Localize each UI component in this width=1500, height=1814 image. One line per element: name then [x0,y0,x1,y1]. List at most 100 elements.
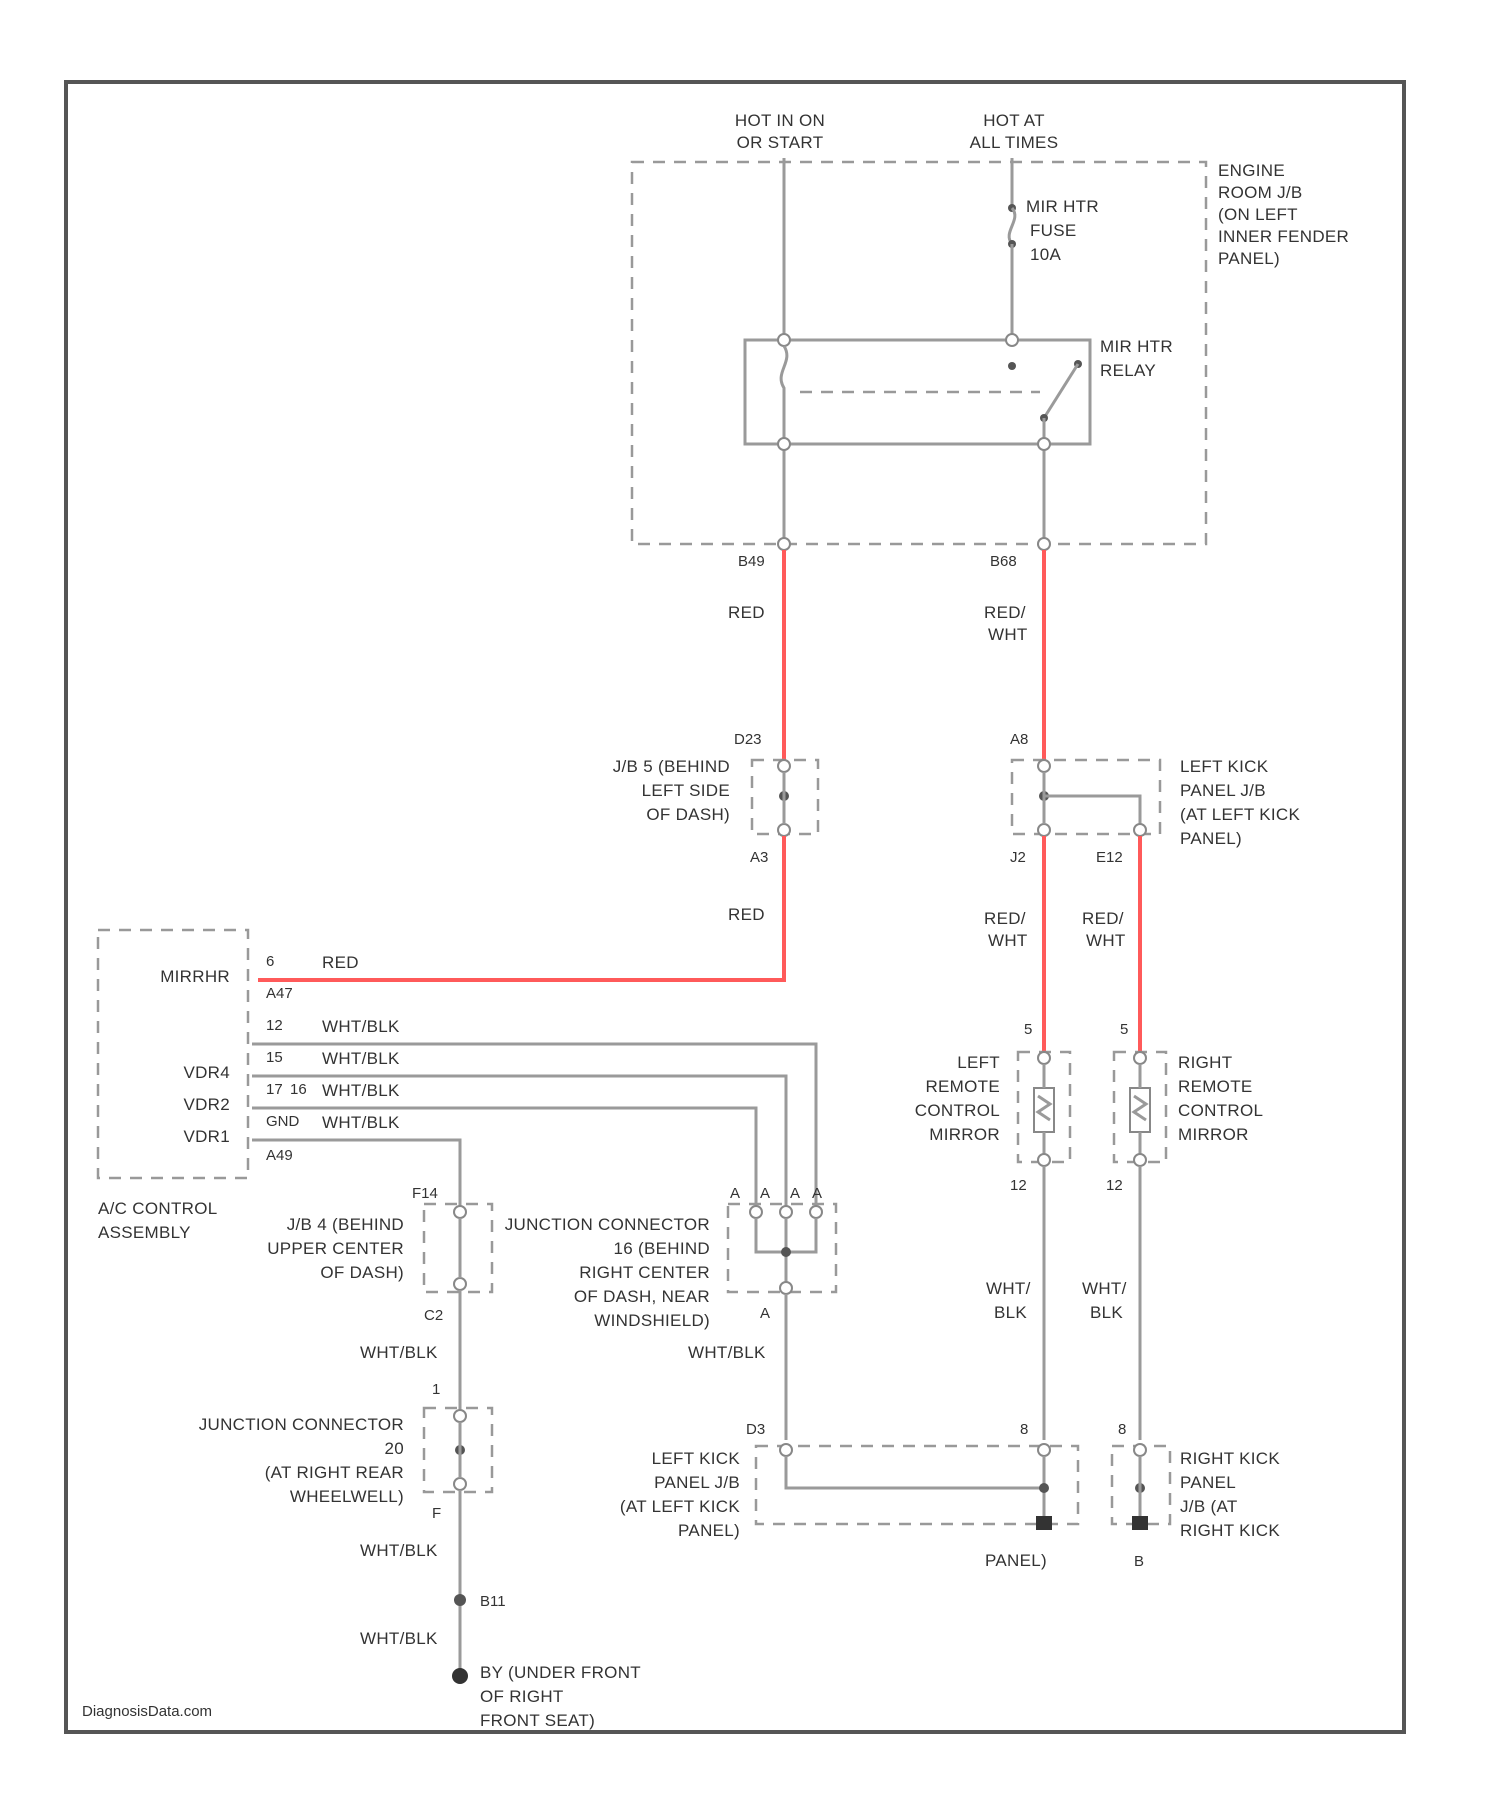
fuse-symbol [1008,204,1016,248]
wire-color-red-1: RED [728,603,765,622]
wire-color-redwht-3b: WHT [1086,931,1126,950]
pin-b49: B49 [738,553,765,570]
relay-label: MIR HTR RELAY [1100,337,1173,380]
power-source-all-times: HOT AT ALL TIMES [970,111,1059,152]
wire-color-whtblk-l-b: BLK [994,1303,1027,1322]
ac-label-line2: ASSEMBLY [98,1223,191,1242]
pin-jc-bot: A [760,1305,770,1322]
left-kick-jb-bottom-box [756,1446,1078,1524]
panel-bottom-label: PANEL) [985,1551,1047,1570]
ac-vdr4: VDR4 [183,1063,230,1082]
pin-rm-5: 5 [1120,1021,1128,1038]
wire-color-whtblk-5: WHT/BLK [360,1343,438,1362]
jb5-line1: J/B 5 (BEHIND [613,757,730,776]
ejb-line5: PANEL) [1218,249,1280,268]
lkjb-line2: PANEL J/B [1180,781,1266,800]
junction-connector-20-label: JUNCTION CONNECTOR 20 (AT RIGHT REAR WHE… [199,1415,404,1506]
wire-color-whtblk-l-a: WHT/ [986,1279,1031,1298]
left-kick-jb-bottom-label: LEFT KICK PANEL J/B (AT LEFT KICK PANEL) [620,1449,740,1540]
ground-point-icon [452,1668,468,1684]
wire-color-whtblk-4: WHT/BLK [322,1113,400,1132]
jc16-line1: JUNCTION CONNECTOR [505,1215,710,1234]
jc20-line4: WHEELWELL) [290,1487,404,1506]
lm-line3: CONTROL [915,1101,1000,1120]
lm-line4: MIRROR [929,1125,1000,1144]
pin-b68: B68 [990,553,1017,570]
relay-line2: RELAY [1100,361,1156,380]
pin-15: 15 [266,1049,283,1066]
wire-color-whtblk-7: WHT/BLK [360,1541,438,1560]
pin-jc20-f: F [432,1505,441,1522]
pin-16: 16 [290,1081,307,1098]
power-source-run-start: HOT IN ON OR START [735,111,825,152]
wire-color-whtblk-r-b: BLK [1090,1303,1123,1322]
lkjb-b-line1: LEFT KICK [652,1449,741,1468]
engine-room-jb-label: ENGINE ROOM J/B (ON LEFT INNER FENDER PA… [1218,161,1349,268]
pin-jc-a1: A [730,1185,740,1202]
pin-a47: A47 [266,985,293,1002]
wire-color-whtblk-6: WHT/BLK [688,1343,766,1362]
wire-color-red-2: RED [728,905,765,924]
hot-all-times-line1: HOT AT [983,111,1045,130]
jc16-line3: RIGHT CENTER [579,1263,710,1282]
ejb-line2: ROOM J/B [1218,183,1303,202]
rm-line4: MIRROR [1178,1125,1249,1144]
right-mirror-heater-icon [1130,1088,1150,1132]
pin-17: 17 [266,1081,283,1098]
ac-vdr2: VDR2 [183,1095,230,1114]
rkjb-line4: RIGHT KICK [1180,1521,1280,1540]
pin-c2: C2 [424,1307,443,1324]
pin-b: B [1134,1553,1144,1570]
lkjb-bottom-bus [786,1456,1044,1488]
wire-color-whtblk-8: WHT/BLK [360,1629,438,1648]
jb4-line1: J/B 4 (BEHIND [287,1215,404,1234]
ac-internal-labels: MIRRHR VDR4 VDR2 VDR1 [160,967,230,1146]
pin-jc-a2: A [760,1185,770,1202]
wire-color-whtblk-r-a: WHT/ [1082,1279,1127,1298]
ground-line3: FRONT SEAT) [480,1711,595,1730]
wire-color-redwht-2a: RED/ [984,909,1026,928]
relay-coil [781,346,787,440]
jb4-line3: OF DASH) [320,1263,404,1282]
ac-control-label: A/C CONTROL ASSEMBLY [98,1199,217,1242]
jc20-line2: 20 [384,1439,404,1458]
lkjb-line1: LEFT KICK [1180,757,1269,776]
fuse-line3: 10A [1030,245,1062,264]
wire-color-red-3: RED [322,953,359,972]
lkjb-branch [1044,796,1140,830]
lkjb-line4: PANEL) [1180,829,1242,848]
pin-l8: 8 [1020,1421,1028,1438]
rkjb-line1: RIGHT KICK [1180,1449,1280,1468]
rm-line2: REMOTE [1178,1077,1253,1096]
pin-r8: 8 [1118,1421,1126,1438]
right-kick-jb-label: RIGHT KICK PANEL J/B (AT RIGHT KICK [1180,1449,1280,1540]
wire-color-redwht-1a: RED/ [984,603,1026,622]
wire-color-redwht-3a: RED/ [1082,909,1124,928]
lkjb-b-line3: (AT LEFT KICK [620,1497,740,1516]
jb4-label: J/B 4 (BEHIND UPPER CENTER OF DASH) [267,1215,404,1282]
pin-d23: D23 [734,731,762,748]
pin-lm-5: 5 [1024,1021,1032,1038]
rm-line3: CONTROL [1178,1101,1263,1120]
ground-line2: OF RIGHT [480,1687,564,1706]
left-mirror-label: LEFT REMOTE CONTROL MIRROR [915,1053,1000,1144]
hot-all-times-line2: ALL TIMES [970,133,1059,152]
pin-jc-a4: A [812,1185,822,1202]
watermark: DiagnosisData.com [82,1703,212,1720]
pin-12: 12 [266,1017,283,1034]
lkjb-b-line2: PANEL J/B [654,1473,740,1492]
relay-switch-arm [1044,364,1078,418]
hot-run-start-line2: OR START [737,133,824,152]
rm-line1: RIGHT [1178,1053,1232,1072]
left-kick-jb-top-label: LEFT KICK PANEL J/B (AT LEFT KICK PANEL) [1180,757,1300,848]
ac-label-line1: A/C CONTROL [98,1199,217,1218]
jc20-line3: (AT RIGHT REAR [265,1463,404,1482]
pin-lm-12: 12 [1010,1177,1027,1194]
wire-color-whtblk-3: WHT/BLK [322,1081,400,1100]
jb5-line2: LEFT SIDE [642,781,730,800]
rkjb-line3: J/B (AT [1180,1497,1238,1516]
wire-color-redwht-2b: WHT [988,931,1028,950]
pin-rm-12: 12 [1106,1177,1123,1194]
jb4-line2: UPPER CENTER [267,1239,404,1258]
right-mirror-label: RIGHT REMOTE CONTROL MIRROR [1178,1053,1263,1144]
